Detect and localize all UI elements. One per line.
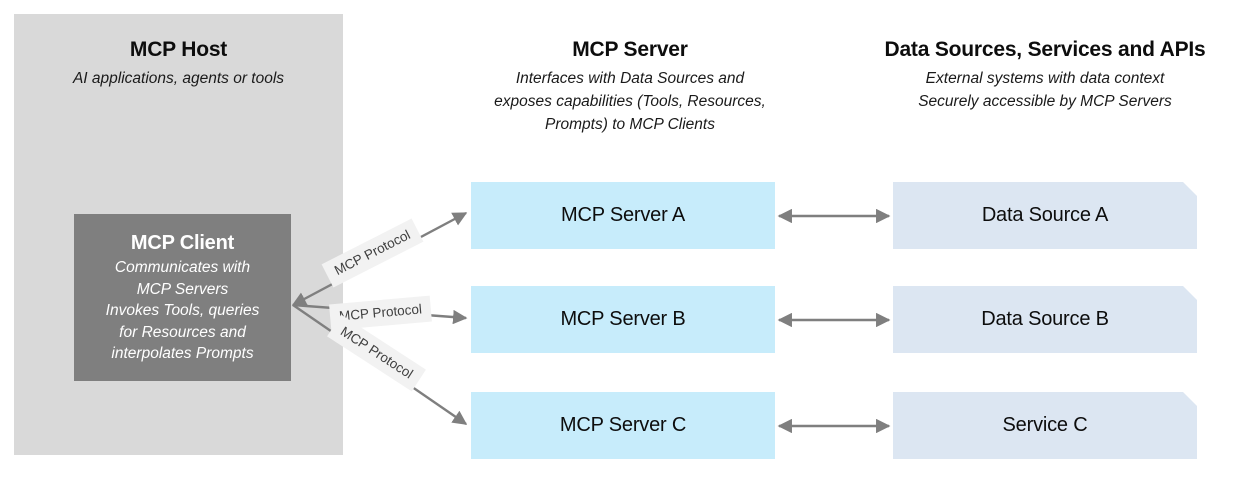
mcp-client-description: Communicates with MCP Servers Invokes To… <box>106 257 260 365</box>
data-source-c-box[interactable]: Service C <box>893 392 1197 459</box>
mcp-client-title: MCP Client <box>130 232 235 255</box>
data-source-c-label: Service C <box>1002 414 1088 436</box>
data-source-b-box[interactable]: Data Source B <box>893 286 1197 353</box>
mcp-client-desc-line-2: MCP Servers <box>136 280 229 298</box>
mcp-server-b-box[interactable]: MCP Server B <box>471 286 775 353</box>
data-sources-heading: Data Sources, Services and APIs External… <box>855 36 1235 113</box>
mcp-host-subtitle: AI applications, agents or tools <box>72 70 285 87</box>
data-source-a-label: Data Source A <box>981 204 1109 226</box>
data-sources-subtitle-line-2: Securely accessible by MCP Servers <box>918 93 1172 110</box>
data-source-a-box[interactable]: Data Source A <box>893 182 1197 249</box>
mcp-server-b-label: MCP Server B <box>560 308 686 330</box>
mcp-host-heading: MCP Host AI applications, agents or tool… <box>14 36 343 90</box>
mcp-server-title: MCP Server <box>572 38 688 61</box>
mcp-server-c-label: MCP Server C <box>559 414 687 436</box>
mcp-client-box[interactable]: MCP Client Communicates with MCP Servers… <box>74 214 291 381</box>
data-sources-title: Data Sources, Services and APIs <box>884 38 1206 61</box>
mcp-server-a-box[interactable]: MCP Server A <box>471 182 775 249</box>
mcp-server-subtitle-line-1: Interfaces with Data Sources and <box>515 70 745 87</box>
mcp-server-heading: MCP Server Interfaces with Data Sources … <box>470 36 790 136</box>
mcp-client-desc-line-4: for Resources and <box>119 323 246 341</box>
mcp-server-c-box[interactable]: MCP Server C <box>471 392 775 459</box>
mcp-client-desc-line-5: interpolates Prompts <box>111 345 254 363</box>
data-source-b-label: Data Source B <box>981 308 1109 330</box>
mcp-host-title: MCP Host <box>129 38 228 61</box>
mcp-client-desc-line-3: Invokes Tools, queries <box>105 302 260 320</box>
mcp-server-subtitle-line-2: exposes capabilities (Tools, Resources, <box>494 93 766 110</box>
mcp-server-subtitle: Interfaces with Data Sources and exposes… <box>470 67 790 136</box>
mcp-client-desc-line-1: Communicates with <box>114 259 251 277</box>
mcp-server-subtitle-line-3: Prompts) to MCP Clients <box>545 116 715 133</box>
data-sources-subtitle-line-1: External systems with data context <box>925 70 1165 87</box>
data-sources-subtitle: External systems with data context Secur… <box>855 67 1235 113</box>
mcp-server-a-label: MCP Server A <box>561 204 685 226</box>
